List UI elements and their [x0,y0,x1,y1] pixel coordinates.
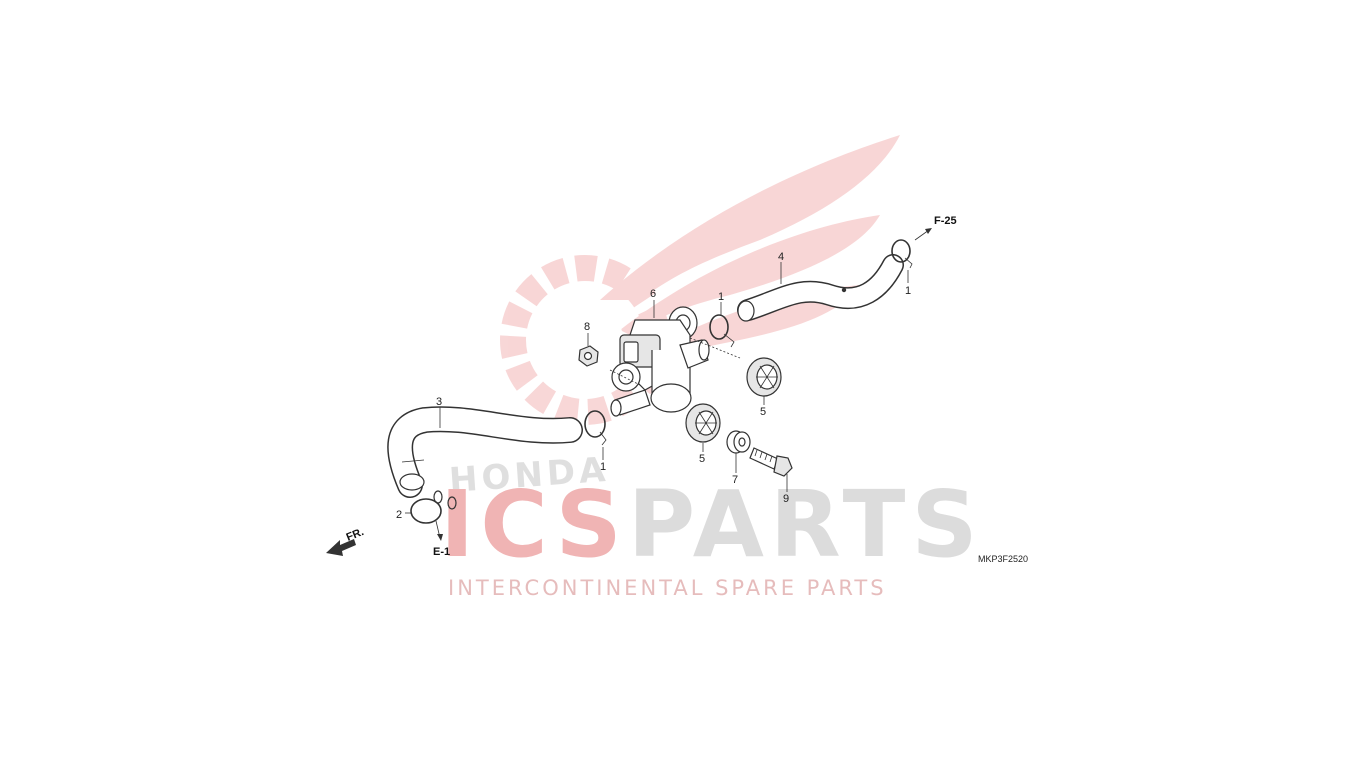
bolt-part-9 [749,447,793,477]
brand-tagline: INTERCONTINENTAL SPARE PARTS [448,576,887,600]
callout-1-upper-middle: 1 [718,291,724,303]
diagram-code: MKP3F2520 [978,554,1028,564]
grommet-upper [746,357,782,397]
callout-9: 9 [783,493,789,505]
ref-e1-label: E-1 [433,546,450,558]
clamp-lower-left [410,490,457,524]
callout-7: 7 [732,474,738,486]
arrow-up-right-icon [925,228,932,234]
hose-upper [737,254,904,322]
clamp-upper-right [891,239,913,269]
honda-wing-watermark [500,135,900,425]
callout-2: 2 [396,509,402,521]
ref-f25-label: F-25 [934,215,957,227]
brand-red-text: ICS [440,471,628,578]
front-label: FR. [345,526,366,544]
reference-f25: F-25 [914,215,957,241]
nut-part-8 [578,345,599,367]
brand-watermark: ICSPARTS [440,471,984,578]
front-direction: FR. [326,526,366,556]
air-injection-valve [610,306,710,417]
callout-1-upper-right: 1 [905,285,911,297]
leader-lines [405,262,909,514]
callout-3: 3 [436,396,442,408]
reference-e1: E-1 [433,520,450,558]
hose-lower [387,406,583,498]
clamp-lower-middle [584,410,607,446]
arrow-down-icon [437,534,443,541]
callout-labels: 1 1 1 2 3 4 5 5 6 7 8 9 [396,251,911,521]
brand-gray-text: PARTS [628,471,984,578]
front-arrow-icon [326,539,356,556]
callout-8: 8 [584,321,590,333]
callout-5-upper: 5 [760,406,766,418]
callout-5-lower: 5 [699,453,705,465]
grommet-lower [685,403,721,443]
clamp-upper-middle [709,314,735,348]
collar-part-7 [726,430,751,454]
callout-1-lower-middle: 1 [600,461,606,473]
callout-6: 6 [650,288,656,300]
callout-4: 4 [778,251,784,263]
